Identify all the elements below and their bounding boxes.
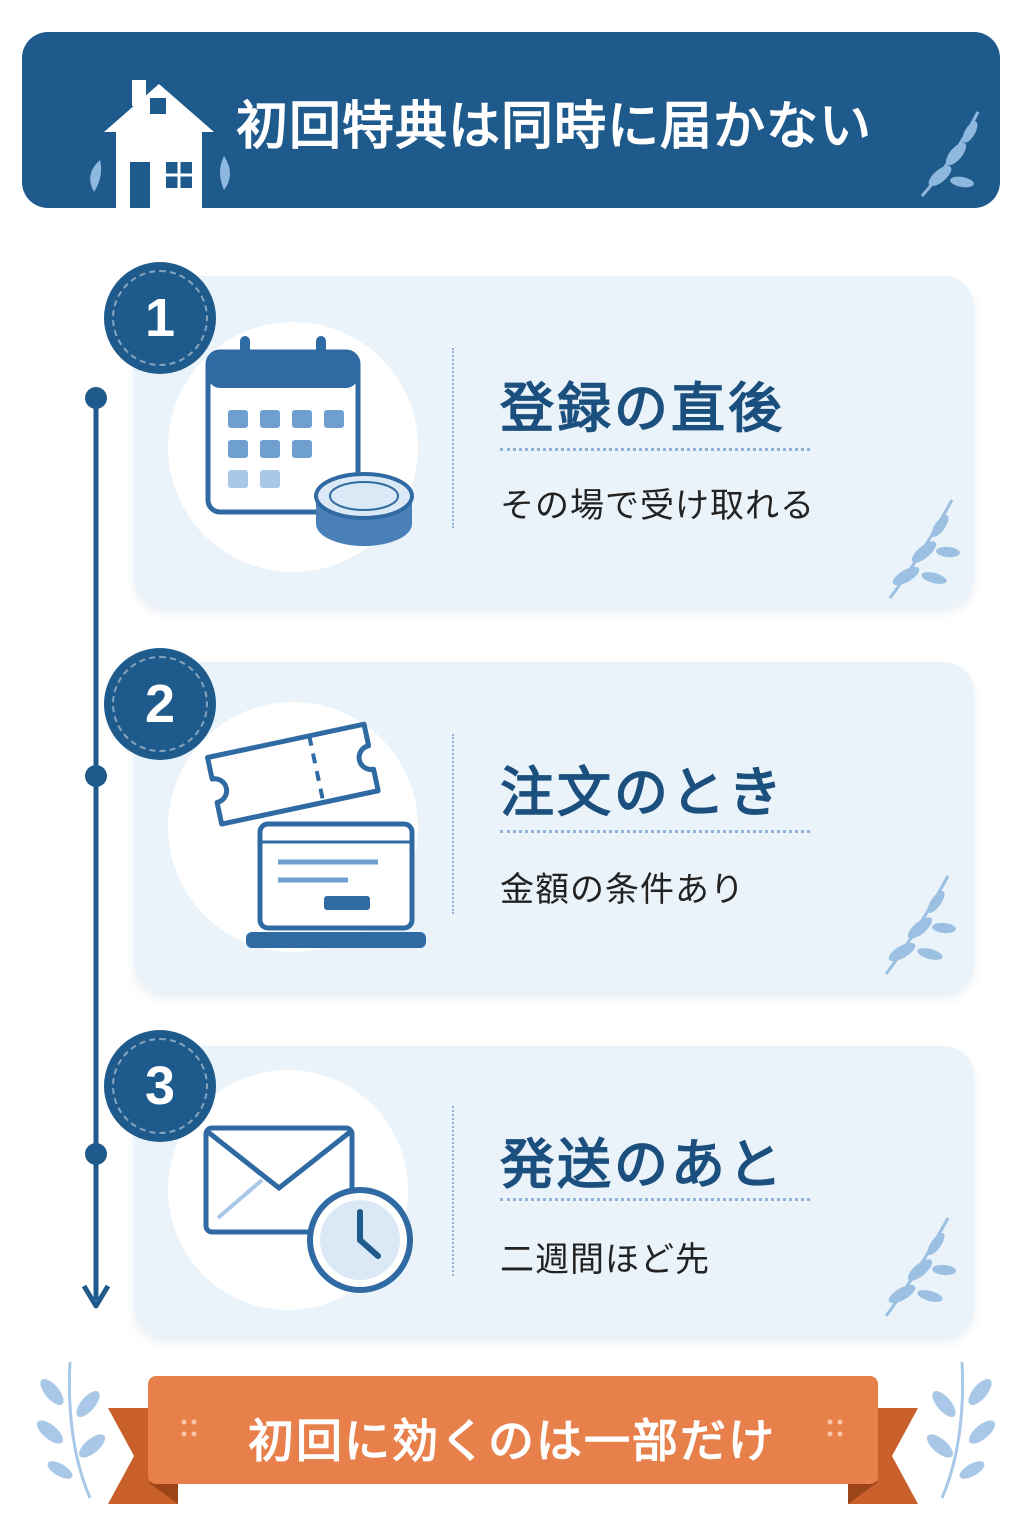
card-divider bbox=[452, 348, 454, 528]
step-title: 発送のあと bbox=[500, 1133, 785, 1196]
leaf-icon bbox=[926, 1361, 996, 1499]
step-number-badge: 2 bbox=[104, 648, 216, 760]
step-card-1: 登録の直後 その場で受け取れる bbox=[134, 276, 974, 606]
leaf-icon bbox=[888, 499, 960, 599]
step-subtitle: その場で受け取れる bbox=[500, 486, 815, 526]
page-title: 初回特典は同時に届かない bbox=[236, 97, 873, 157]
step-card-2: 注文のとき 金額の条件あり bbox=[134, 662, 974, 992]
leaf-icon bbox=[884, 875, 956, 975]
step-number-badge: 1 bbox=[104, 262, 216, 374]
mail-clock-icon bbox=[203, 1125, 413, 1293]
coupon-laptop-icon bbox=[205, 721, 426, 948]
step-number: 2 bbox=[144, 674, 176, 734]
step-number: 3 bbox=[144, 1056, 176, 1116]
header-banner: 初回特典は同時に届かない bbox=[22, 32, 1000, 208]
calendar-coin-icon bbox=[205, 336, 414, 546]
step-title: 登録の直後 bbox=[500, 377, 785, 440]
step-number-badge: 3 bbox=[104, 1030, 216, 1142]
footer-banner-text: 初回に効くのは一部だけ bbox=[248, 1414, 776, 1468]
title-underline bbox=[500, 830, 810, 833]
step-subtitle: 金額の条件あり bbox=[500, 870, 745, 910]
card-divider bbox=[452, 1106, 454, 1276]
title-underline bbox=[500, 448, 810, 451]
step-subtitle: 二週間ほど先 bbox=[500, 1240, 710, 1280]
title-underline bbox=[500, 1198, 810, 1201]
step-number: 1 bbox=[144, 288, 176, 348]
leaf-icon bbox=[920, 111, 980, 197]
leaf-icon bbox=[36, 1361, 106, 1499]
step-title: 注文のとき bbox=[500, 761, 785, 824]
house-icon bbox=[90, 80, 230, 208]
footer-ribbon bbox=[108, 1376, 918, 1504]
leaf-icon bbox=[884, 1217, 956, 1317]
card-divider bbox=[452, 734, 454, 914]
step-card-3: 発送のあと 二週間ほど先 bbox=[134, 1046, 974, 1336]
